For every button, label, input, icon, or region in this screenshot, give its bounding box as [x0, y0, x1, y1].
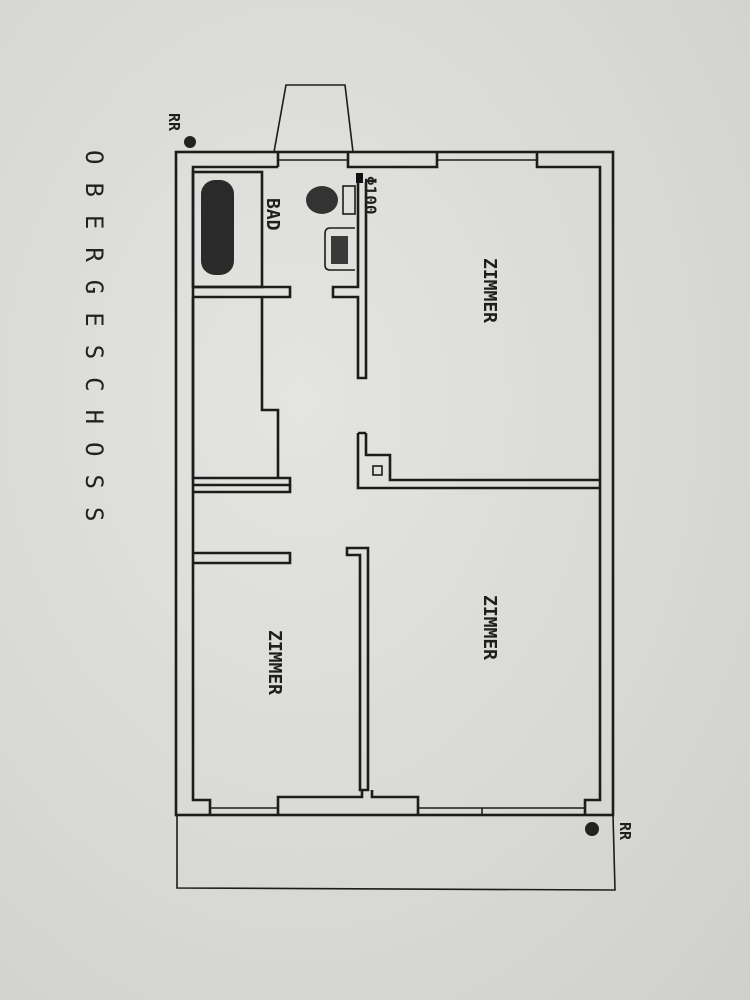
rain-pipe-bottom-dot	[585, 822, 599, 836]
rain-pipe-top-dot	[184, 136, 196, 148]
sink	[324, 227, 355, 271]
toilet-tank	[342, 185, 356, 215]
bottom-windows	[210, 807, 585, 815]
pipe-marker	[356, 173, 363, 183]
balcony	[176, 814, 616, 891]
bathtub	[201, 180, 234, 275]
bath-wall-bottom	[193, 285, 292, 299]
rain-pipe-label-bottom: RR	[616, 822, 634, 841]
outer-wall-outer	[174, 150, 615, 817]
rain-pipe-label-top: RR	[165, 113, 183, 132]
toilet	[306, 186, 338, 214]
floor-title: OBERGESCHOSS	[80, 150, 108, 540]
storage-walls	[191, 297, 292, 487]
room-label-zimmer-bottom-right: ZIMMER	[479, 595, 500, 661]
pipe-diameter-label: Φ100	[361, 176, 380, 215]
room-label-zimmer-bottom-left: ZIMMER	[264, 630, 285, 696]
storage-wall-lower	[193, 485, 292, 565]
bottom-wall-segments	[276, 790, 420, 815]
room-label-bath: BAD	[262, 198, 283, 231]
outer-wall-inner	[191, 152, 602, 815]
chimney	[273, 84, 354, 153]
shaft	[372, 465, 383, 476]
corridor-wall-lower	[345, 546, 370, 792]
room-label-zimmer-top: ZIMMER	[479, 258, 500, 324]
bath-wall-right	[331, 182, 368, 380]
shaft-wall	[356, 431, 600, 490]
sink-basin	[331, 236, 348, 264]
